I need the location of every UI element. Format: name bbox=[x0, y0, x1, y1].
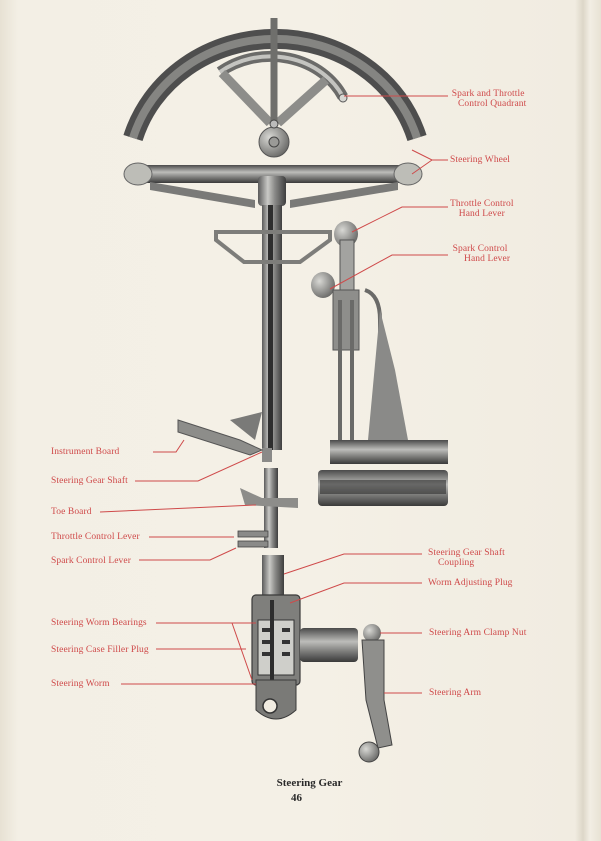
label-throttle-hand-lever: Throttle Control Hand Lever bbox=[450, 199, 514, 219]
lower-shaft bbox=[237, 468, 298, 548]
label-spark-throttle-quadrant: Spark and Throttle Control Quadrant bbox=[450, 89, 527, 109]
label-steering-wheel: Steering Wheel bbox=[450, 155, 511, 165]
leader-lines bbox=[99, 95, 448, 694]
label-line: Spark and Throttle bbox=[451, 89, 525, 99]
label-instrument-board: Instrument Board bbox=[51, 447, 120, 457]
steering-gear-case bbox=[251, 555, 393, 763]
label-shaft-coupling: Steering Gear Shaft Coupling bbox=[428, 548, 505, 568]
label-line: Hand Lever bbox=[458, 209, 505, 219]
steering-column bbox=[214, 205, 332, 462]
label-line: Hand Lever bbox=[464, 254, 511, 264]
label-line: Spark Control bbox=[452, 244, 508, 254]
label-toe-board: Toe Board bbox=[51, 507, 92, 517]
label-spark-control-lever: Spark Control Lever bbox=[51, 556, 131, 566]
label-steering-worm: Steering Worm bbox=[51, 679, 110, 689]
page-number: 46 bbox=[291, 792, 302, 804]
caption-text: Steering Gear bbox=[276, 777, 343, 789]
label-steering-gear-shaft: Steering Gear Shaft bbox=[51, 476, 128, 486]
label-steering-arm: Steering Arm bbox=[429, 688, 482, 698]
steering-wheel-side bbox=[123, 162, 423, 208]
label-steering-worm-bearings: Steering Worm Bearings bbox=[51, 618, 147, 628]
label-line: Steering Gear Shaft bbox=[428, 548, 505, 558]
label-line: Control Quadrant bbox=[458, 99, 527, 109]
label-steering-case-filler-plug: Steering Case Filler Plug bbox=[51, 645, 149, 655]
figure-caption: Steering Gear bbox=[0, 777, 601, 789]
label-line: Coupling bbox=[438, 558, 475, 568]
label-worm-adjusting-plug: Worm Adjusting Plug bbox=[428, 578, 513, 588]
spark-throttle-quadrant bbox=[216, 18, 348, 158]
label-line: Throttle Control bbox=[450, 199, 514, 209]
label-spark-hand-lever: Spark Control Hand Lever bbox=[450, 244, 510, 264]
instrument-board bbox=[177, 419, 264, 456]
hand-lever-bracket bbox=[311, 221, 448, 506]
label-throttle-control-lever: Throttle Control Lever bbox=[51, 532, 140, 542]
label-steering-arm-clamp-nut: Steering Arm Clamp Nut bbox=[429, 628, 527, 638]
